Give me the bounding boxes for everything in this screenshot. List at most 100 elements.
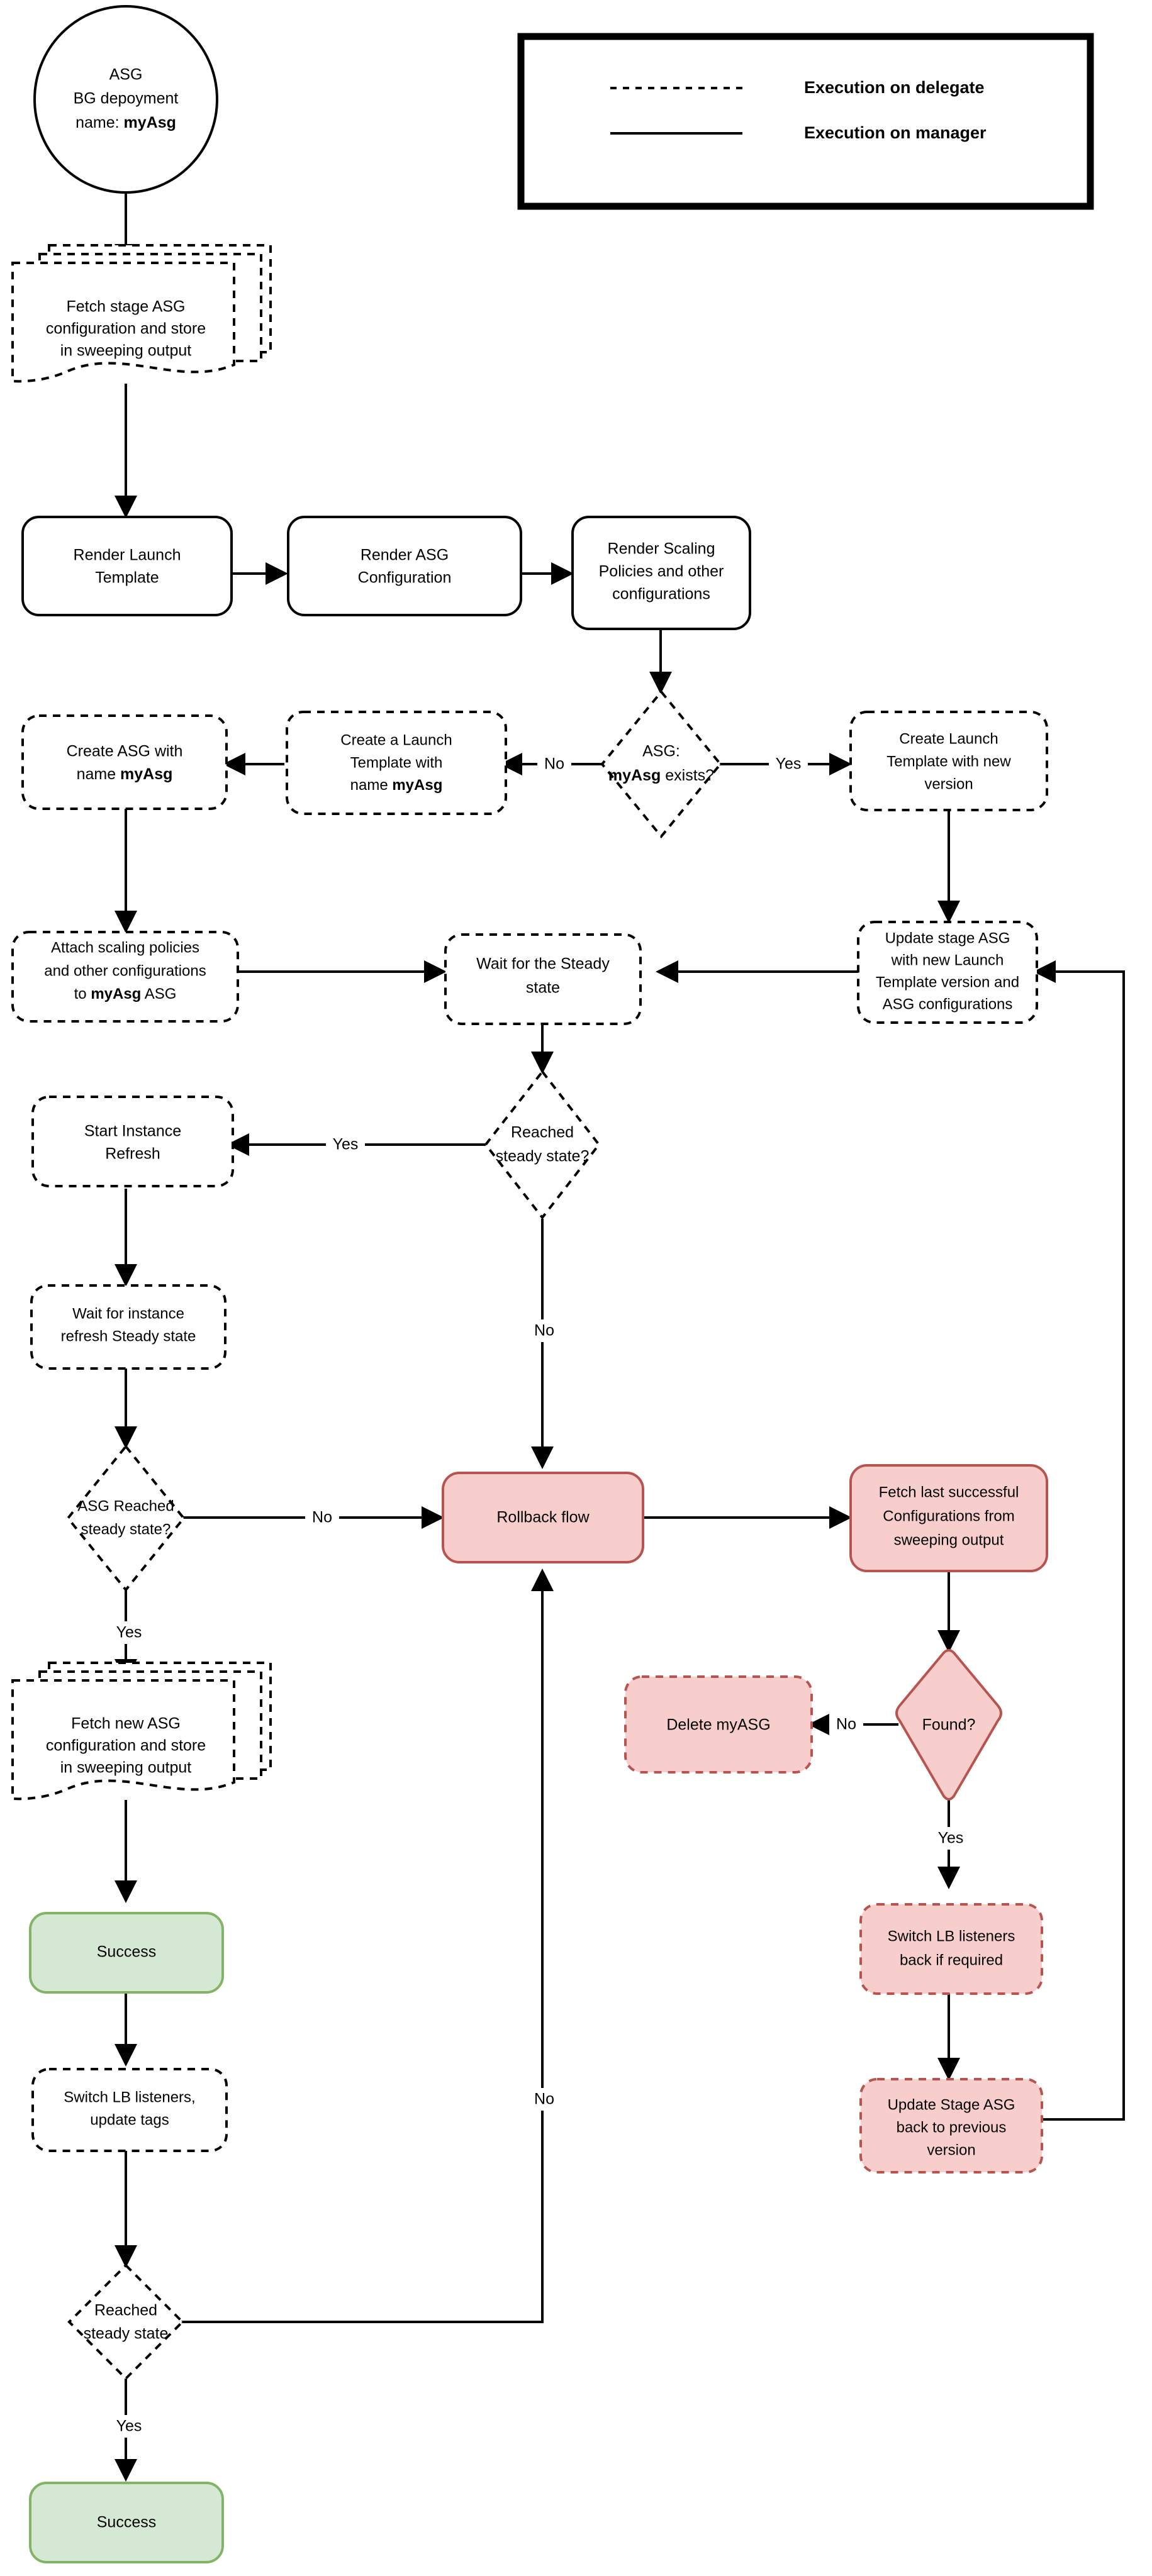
node-render-scaling-policies[interactable]: Render Scaling Policies and other config…	[571, 516, 751, 630]
found-label: Found?	[922, 1716, 976, 1734]
update-back-line-3: version	[927, 2141, 975, 2158]
node-switch-lb-back[interactable]: Switch LB listeners back if required	[859, 1903, 1043, 1995]
render-asg-line-2: Configuration	[358, 569, 452, 587]
edge-label-yes-asg-exists: Yes	[776, 755, 802, 773]
node-delete-myasg[interactable]: Delete myASG	[624, 1675, 813, 1774]
create-lt-named-line-3: name myAsg	[350, 777, 443, 794]
wait-refresh-line-2: refresh Steady state	[61, 1328, 196, 1345]
asg-exists-line-1: ASG:	[642, 743, 680, 760]
edge-label-no-reached-steady: No	[534, 1322, 554, 1340]
asg-reached-line-1: ASG Reached	[77, 1497, 174, 1514]
node-reached-steady-state-2[interactable]: Reached steady state	[67, 2263, 184, 2380]
node-start-instance-refresh[interactable]: Start Instance Refresh	[31, 1096, 234, 1187]
start-refresh-line-2: Refresh	[105, 1145, 160, 1163]
create-lt-new-line-2: Template with new	[886, 753, 1011, 770]
edge-labels: No Yes Yes No No Yes No Yes No Yes	[109, 753, 970, 2438]
node-success-2[interactable]: Success	[29, 2482, 224, 2563]
node-create-launch-template-named[interactable]: Create a Launch Template with name myAsg	[286, 711, 507, 815]
switch-lb-line-1: Switch LB listeners,	[64, 2089, 195, 2106]
edge-label-no-asg-exists: No	[544, 755, 564, 773]
create-lt-new-line-1: Create Launch	[899, 730, 998, 747]
edge-label-yes-asg-reached: Yes	[116, 1624, 142, 1641]
reached-2-line-1: Reached	[94, 2302, 157, 2319]
fetch-last-line-2: Configurations from	[883, 1507, 1014, 1524]
node-create-asg[interactable]: Create ASG with name myAsg	[21, 714, 228, 810]
node-fetch-stage-asg[interactable]	[11, 244, 272, 383]
wait-refresh-line-1: Wait for instance	[72, 1305, 184, 1322]
node-render-launch-template[interactable]: Render Launch Template	[21, 516, 233, 616]
edge-reached-2-no-to-rollback	[179, 1568, 554, 2323]
switch-lb-line-2: update tags	[90, 2111, 169, 2128]
create-lt-named-line-2: Template with	[350, 754, 443, 771]
node-rollback-flow[interactable]: Rollback flow	[442, 1472, 644, 1563]
create-asg-line-2: name myAsg	[77, 765, 173, 783]
render-scaling-line-1: Render Scaling	[608, 540, 715, 558]
reached-steady-line-2: steady state?	[496, 1148, 590, 1165]
asg-exists-line-2: myAsg exists?	[608, 767, 714, 784]
fetch-new-line-1: Fetch new ASG	[71, 1715, 181, 1733]
reached-steady-line-1: Reached	[511, 1124, 574, 1141]
edge-label-yes-found: Yes	[938, 1829, 964, 1847]
node-update-stage-back[interactable]: Update Stage ASG back to previous versio…	[859, 2078, 1043, 2174]
legend-label-manager: Execution on manager	[804, 123, 987, 142]
node-start[interactable]: ASG BG depoyment name: myAsg	[33, 5, 218, 194]
node-attach-scaling-policies[interactable]: Attach scaling policies and other config…	[11, 931, 239, 1023]
wait-steady-line-2: state	[526, 979, 560, 997]
legend-label-delegate: Execution on delegate	[804, 78, 985, 97]
attach-scaling-line-3: to myAsg ASG	[74, 985, 177, 1002]
render-launch-line-2: Template	[95, 569, 159, 587]
delete-myasg-label: Delete myASG	[666, 1716, 770, 1734]
node-start-line3: name: myAsg	[75, 114, 176, 131]
node-switch-lb-listeners[interactable]: Switch LB listeners, update tags	[31, 2068, 228, 2152]
edge-label-no-found: No	[836, 1716, 856, 1733]
asg-reached-line-2: steady state?	[81, 1521, 171, 1538]
success-1-label: Success	[97, 1943, 156, 1961]
attach-scaling-line-2: and other configurations	[44, 962, 206, 979]
fetch-stage-line-1: Fetch stage ASG	[67, 298, 186, 316]
legend-box: Execution on delegate Execution on manag…	[517, 33, 1094, 210]
update-back-line-1: Update Stage ASG	[888, 2096, 1015, 2113]
attach-scaling-line-1: Attach scaling policies	[51, 939, 199, 956]
node-start-line2: BG depoyment	[74, 90, 179, 108]
fetch-new-line-3: in sweeping output	[60, 1759, 192, 1777]
node-fetch-stage-asg-label: Fetch stage ASG configuration and store …	[46, 298, 206, 360]
update-stage-line-1: Update stage ASG	[885, 930, 1010, 947]
node-wait-for-steady-state[interactable]: Wait for the Steady state	[444, 933, 642, 1025]
node-asg-reached-steady-decision[interactable]: ASG Reached steady state?	[66, 1444, 186, 1592]
node-wait-instance-refresh[interactable]: Wait for instance refresh Steady state	[30, 1284, 226, 1370]
node-reached-steady-state-decision[interactable]: Reached steady state?	[484, 1069, 601, 1220]
edge-update-back-loop-to-update-stage	[1032, 960, 1125, 2121]
update-stage-line-4: ASG configurations	[883, 996, 1013, 1013]
update-stage-line-2: with new Launch	[891, 952, 1004, 969]
edge-label-yes-reached-steady: Yes	[333, 1136, 359, 1153]
success-2-label: Success	[97, 2514, 156, 2531]
reached-2-line-2: steady state	[84, 2325, 169, 2343]
node-asg-exists-decision[interactable]: ASG: myAsg exists?	[600, 689, 722, 839]
edge-label-yes-bottom: Yes	[116, 2418, 142, 2435]
fetch-stage-line-3: in sweeping output	[60, 342, 192, 360]
node-success-1[interactable]: Success	[29, 1912, 224, 1994]
switch-back-line-1: Switch LB listeners	[888, 1928, 1015, 1945]
create-asg-line-1: Create ASG with	[67, 743, 183, 760]
render-asg-line-1: Render ASG	[361, 547, 449, 564]
node-fetch-new-asg-label: Fetch new ASG configuration and store in…	[46, 1715, 206, 1777]
fetch-last-line-1: Fetch last successful	[879, 1484, 1019, 1501]
edge-label-no-asg-reached: No	[312, 1509, 332, 1526]
node-render-asg-configuration[interactable]: Render ASG Configuration	[287, 516, 522, 616]
switch-back-line-2: back if required	[900, 1951, 1003, 1968]
update-stage-line-3: Template version and	[876, 974, 1019, 991]
update-back-line-2: back to previous	[897, 2119, 1007, 2136]
node-fetch-last-successful[interactable]: Fetch last successful Configurations fro…	[849, 1464, 1048, 1572]
node-start-line1: ASG	[109, 66, 143, 84]
fetch-last-line-3: sweeping output	[894, 1531, 1004, 1548]
fetch-stage-line-2: configuration and store	[46, 320, 206, 338]
start-refresh-line-1: Start Instance	[84, 1123, 181, 1140]
node-found-decision[interactable]: Found?	[895, 1648, 1002, 1801]
create-lt-named-line-1: Create a Launch	[340, 731, 452, 748]
node-update-stage-asg[interactable]: Update stage ASG with new Launch Templat…	[857, 921, 1038, 1024]
node-fetch-new-asg[interactable]	[11, 1662, 272, 1801]
node-create-launch-template-new-version[interactable]: Create Launch Template with new version	[849, 711, 1048, 811]
rollback-flow-label: Rollback flow	[496, 1509, 590, 1526]
fetch-new-line-2: configuration and store	[46, 1737, 206, 1755]
